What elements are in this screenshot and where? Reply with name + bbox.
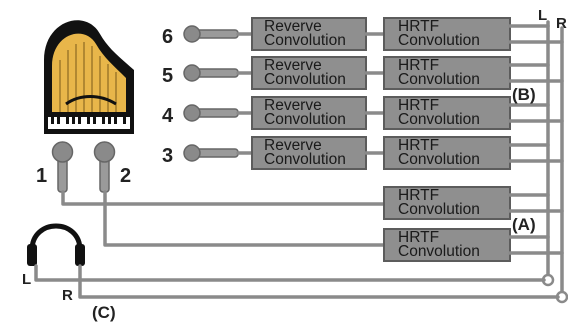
mic-number-5: 5 xyxy=(162,65,173,87)
grand-piano-icon xyxy=(44,20,134,134)
group-c-label: (C) xyxy=(92,303,116,322)
microphone-icon xyxy=(184,65,238,81)
headphone-right-label: R xyxy=(62,287,73,304)
mic-number-6: 6 xyxy=(162,26,173,48)
reverb-label-2: Convolution xyxy=(264,71,346,88)
microphone-icon xyxy=(184,105,238,121)
microphone-icon xyxy=(95,142,115,192)
mic-number-3: 3 xyxy=(162,145,173,167)
group-b-label: (B) xyxy=(512,85,536,104)
mic-number-1: 1 xyxy=(36,165,47,187)
microphone-icon xyxy=(184,145,238,161)
microphone-icon xyxy=(53,142,73,192)
microphone-icon xyxy=(184,26,238,42)
bus-left-label: L xyxy=(538,7,547,24)
reverb-label-2: Convolution xyxy=(264,151,346,168)
headphones-icon xyxy=(27,226,85,266)
mic-number-4: 4 xyxy=(162,105,174,127)
hrtf-label-2: Convolution xyxy=(398,111,480,128)
reverb-label-2: Convolution xyxy=(264,32,346,49)
reverb-label-2: Convolution xyxy=(264,111,346,128)
bus-right-label: R xyxy=(556,15,567,32)
hrtf-label-2: Convolution xyxy=(398,71,480,88)
summing-buses: L R xyxy=(538,7,567,302)
hrtf-label-2: Convolution xyxy=(398,243,480,260)
source-row-4: 4 Reverve Convolution HRTF Convolution xyxy=(162,97,562,129)
headphone-left-cable xyxy=(36,266,544,280)
source-row-6: 6 Reverve Convolution HRTF Convolution xyxy=(162,18,562,50)
source-row-5: 5 Reverve Convolution HRTF Convolution xyxy=(162,57,562,89)
source-row-3: 3 Reverve Convolution HRTF Convolution xyxy=(162,137,562,169)
group-a-label: (A) xyxy=(512,215,536,234)
hrtf-label-2: Convolution xyxy=(398,151,480,168)
hrtf-label-2: Convolution xyxy=(398,201,480,218)
headphone-left-label: L xyxy=(22,271,31,288)
mic-number-2: 2 xyxy=(120,165,131,187)
hrtf-label-2: Convolution xyxy=(398,32,480,49)
